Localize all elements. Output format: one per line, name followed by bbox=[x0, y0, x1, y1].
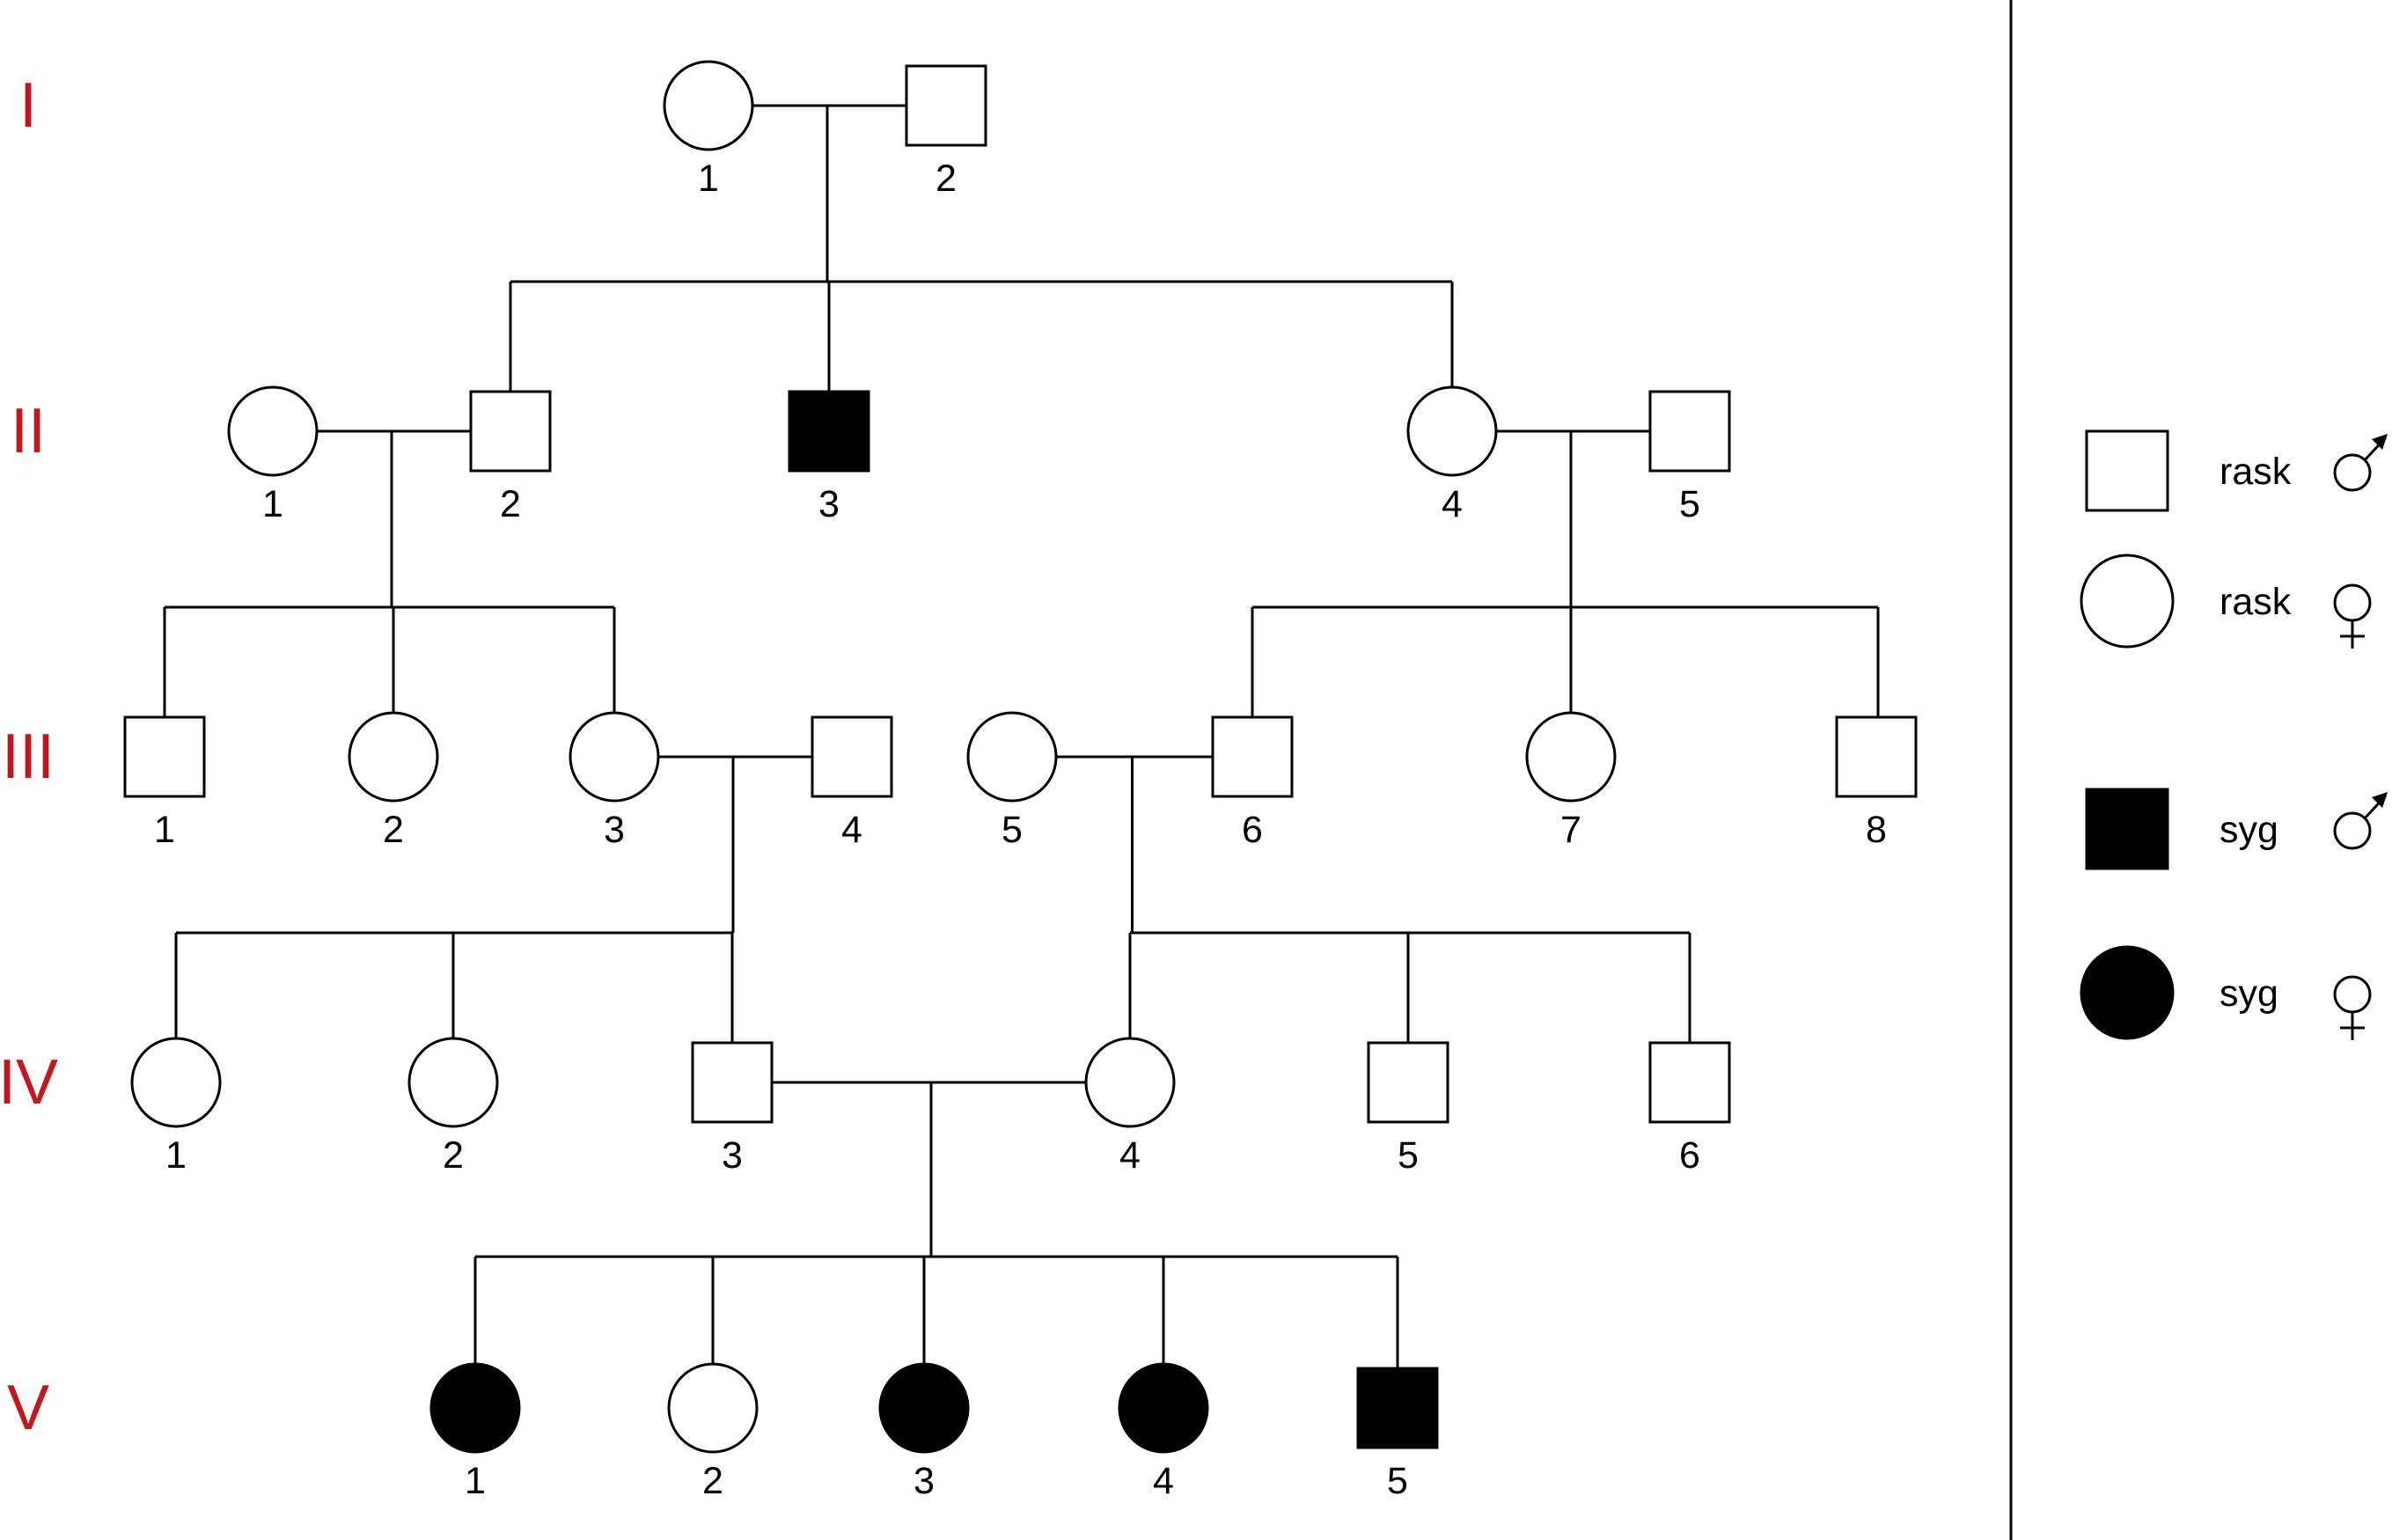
healthy-female-iv-1-circle bbox=[130, 1037, 222, 1128]
legend-healthy-circle-symbol bbox=[2080, 554, 2175, 649]
legend-healthy-circle-label: rask bbox=[2220, 581, 2292, 623]
generation-label-iii: III bbox=[2, 722, 55, 792]
affected-female-v-4-circle bbox=[1118, 1362, 1209, 1454]
pedigree-lines bbox=[163, 104, 1880, 1368]
individual-number-iii-3: 3 bbox=[604, 809, 625, 851]
generation-label-ii: II bbox=[11, 396, 46, 466]
legend-affected-circle-sex-symbol-text: ♀ bbox=[2352, 994, 2353, 995]
healthy-female-i-1-circle bbox=[663, 60, 754, 151]
healthy-male-ii-2-square bbox=[469, 390, 552, 473]
individual-number-iv-3: 3 bbox=[722, 1134, 743, 1177]
individual-number-i-1: 1 bbox=[698, 158, 719, 200]
healthy-female-iii-5-circle bbox=[966, 711, 1058, 803]
generation-label-i: I bbox=[19, 70, 37, 141]
healthy-female-v-2-circle bbox=[667, 1362, 759, 1454]
individual-number-ii-4: 4 bbox=[1442, 483, 1463, 525]
generation-label-v: V bbox=[7, 1373, 49, 1443]
individual-number-iii-1: 1 bbox=[154, 809, 175, 851]
male-symbol-icon: ♂ bbox=[2333, 434, 2388, 492]
healthy-male-iv-6-square bbox=[1648, 1041, 1731, 1124]
healthy-female-ii-4-circle bbox=[1406, 385, 1498, 477]
healthy-female-iii-2-circle bbox=[348, 711, 439, 803]
individual-number-i-2: 2 bbox=[936, 158, 957, 200]
individual-number-v-4: 4 bbox=[1153, 1460, 1174, 1502]
individual-number-iv-2: 2 bbox=[443, 1134, 464, 1177]
individual-number-iii-2: 2 bbox=[383, 809, 404, 851]
individual-number-v-3: 3 bbox=[914, 1460, 935, 1502]
affected-male-ii-3-square bbox=[788, 390, 870, 473]
healthy-male-iv-5-square bbox=[1367, 1041, 1449, 1124]
individual-number-iv-1: 1 bbox=[165, 1134, 187, 1177]
individual-number-ii-2: 2 bbox=[500, 483, 521, 525]
healthy-male-iii-1-square bbox=[123, 715, 206, 798]
healthy-male-iii-6-square bbox=[1211, 715, 1294, 798]
healthy-male-iii-8-square bbox=[1835, 715, 1918, 798]
individual-number-iii-5: 5 bbox=[1002, 809, 1023, 851]
healthy-female-iv-2-circle bbox=[407, 1037, 499, 1128]
individual-number-iii-8: 8 bbox=[1866, 809, 1887, 851]
legend-healthy-square-sex-symbol-text: ♂ bbox=[2352, 472, 2353, 473]
generation-label-iv: IV bbox=[0, 1047, 58, 1118]
healthy-female-iii-3-circle bbox=[569, 711, 660, 803]
affected-female-v-3-circle bbox=[878, 1362, 970, 1454]
individuals: 1 2 1 2 3 4 5 1 2 3 4 5 6 7 8 1 2 3 4 5 6 1 2 3 4 5 bbox=[123, 60, 1918, 1502]
individual-number-ii-1: 1 bbox=[262, 483, 283, 525]
affected-female-v-1-circle bbox=[429, 1362, 521, 1454]
affected-male-v-5-square bbox=[1356, 1367, 1439, 1449]
male-symbol-icon: ♂ bbox=[2333, 792, 2388, 850]
individual-number-iii-4: 4 bbox=[841, 809, 862, 851]
legend-affected-circle-symbol bbox=[2080, 945, 2175, 1040]
legend-affected-square-label: syg bbox=[2220, 809, 2278, 851]
individual-number-v-5: 5 bbox=[1387, 1460, 1408, 1502]
healthy-male-iii-4-square bbox=[811, 715, 893, 798]
legend: rask ♂ rask ♀ syg ♂ syg ♀ bbox=[2080, 429, 2388, 1040]
legend-affected-circle-label: syg bbox=[2220, 972, 2278, 1015]
individual-number-iv-6: 6 bbox=[1679, 1134, 1700, 1177]
legend-healthy-square-symbol bbox=[2085, 429, 2169, 512]
individual-number-ii-5: 5 bbox=[1679, 483, 1700, 525]
legend-healthy-circle-sex-symbol-text: ♀ bbox=[2352, 602, 2353, 604]
healthy-female-iv-4-circle bbox=[1084, 1037, 1176, 1128]
healthy-male-ii-5-square bbox=[1648, 390, 1731, 473]
individual-number-v-1: 1 bbox=[465, 1460, 486, 1502]
individual-number-iii-6: 6 bbox=[1242, 809, 1263, 851]
healthy-female-ii-1-circle bbox=[227, 385, 319, 477]
legend-affected-square-symbol bbox=[2085, 788, 2169, 870]
individual-number-ii-3: 3 bbox=[818, 483, 840, 525]
individual-number-iv-5: 5 bbox=[1398, 1134, 1419, 1177]
healthy-male-i-2-square bbox=[905, 64, 987, 147]
individual-number-iii-7: 7 bbox=[1560, 809, 1581, 851]
legend-affected-square-sex-symbol-text: ♂ bbox=[2352, 830, 2353, 832]
healthy-female-iii-7-circle bbox=[1525, 711, 1617, 803]
individual-number-iv-4: 4 bbox=[1119, 1134, 1141, 1177]
female-symbol-icon: ♀ bbox=[2333, 583, 2372, 649]
female-symbol-icon: ♀ bbox=[2333, 975, 2372, 1040]
healthy-male-iv-3-square bbox=[691, 1041, 774, 1124]
individual-number-v-2: 2 bbox=[702, 1460, 723, 1502]
legend-healthy-square-label: rask bbox=[2220, 451, 2292, 493]
